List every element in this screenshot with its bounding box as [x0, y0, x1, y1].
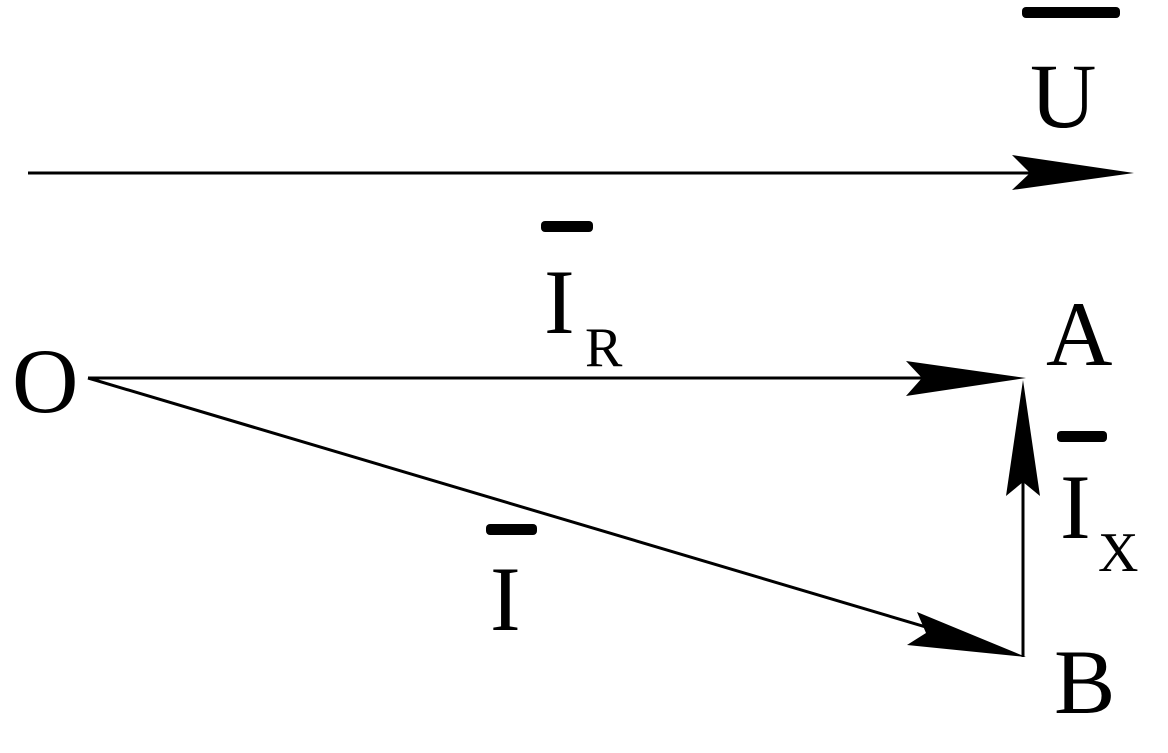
reactive-current-overbar [1057, 431, 1107, 442]
active-current-arrowhead [906, 361, 1026, 396]
voltage-label-text: U [1030, 45, 1096, 147]
total-current-overbar [486, 524, 537, 535]
point-a-label: A [1046, 283, 1112, 385]
total-current-vector [87, 376, 1026, 657]
total-current-label: I [486, 524, 537, 650]
voltage-arrowhead [1012, 155, 1134, 190]
total-current-label-text: I [490, 548, 521, 650]
active-current-label: I R [541, 221, 623, 379]
active-current-label-text: I [544, 251, 575, 353]
total-current-arrowhead [907, 612, 1026, 657]
voltage-vector [28, 155, 1134, 190]
reactive-current-label: I X [1057, 431, 1138, 584]
voltage-overbar [1022, 7, 1120, 18]
reactive-current-label-text: I [1060, 456, 1091, 558]
active-current-vector [88, 361, 1026, 396]
point-o-label: O [12, 330, 78, 432]
point-b-label: B [1054, 631, 1115, 733]
reactive-current-subscript: X [1098, 522, 1138, 584]
active-current-subscript: R [585, 317, 623, 379]
voltage-label: U [1022, 7, 1120, 147]
reactive-current-arrowhead [1006, 380, 1040, 496]
total-current-line [87, 376, 1001, 651]
active-current-overbar [541, 221, 593, 232]
reactive-current-vector [1006, 380, 1040, 657]
